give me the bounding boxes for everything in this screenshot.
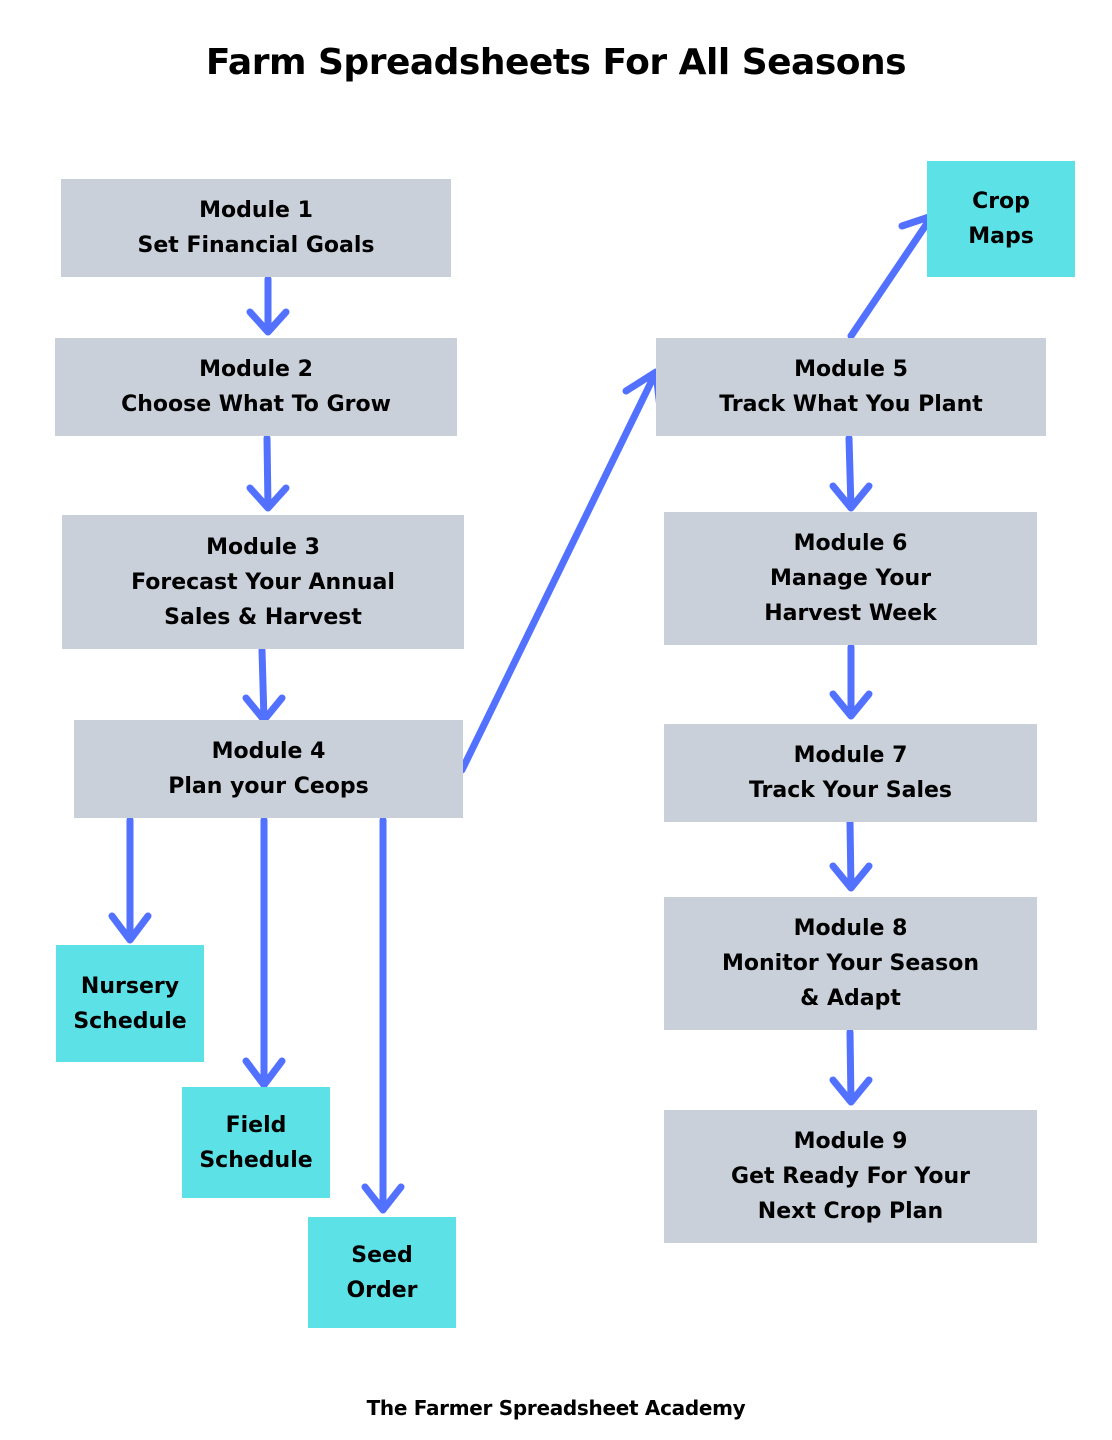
- module-title: Track What You Plant: [719, 392, 983, 417]
- module-6-box: Module 6 Manage Your Harvest Week: [664, 512, 1037, 645]
- module-4-box: Module 4 Plan your Ceops: [74, 720, 463, 818]
- module-heading: Module 5: [794, 357, 908, 382]
- footer-brand: The Farmer Spreadsheet Academy: [366, 1396, 746, 1420]
- output-label-line-1: Seed: [351, 1242, 413, 1268]
- module-title-line-2: & Adapt: [800, 986, 901, 1011]
- module-heading: Module 8: [793, 916, 908, 941]
- module-5-box: Module 5 Track What You Plant: [656, 338, 1046, 436]
- module-heading: Module 6: [793, 531, 908, 556]
- module-3-box: Module 3 Forecast Your Annual Sales & Ha…: [62, 515, 464, 649]
- output-label-line-1: Nursery: [80, 973, 180, 999]
- arrow-module4-to-nursery-schedule: [108, 816, 152, 944]
- module-title: Choose What To Grow: [121, 392, 391, 417]
- arrow-module6-to-module7: [829, 643, 873, 720]
- output-label-line-1: Crop: [972, 189, 1030, 214]
- output-label-line-1: Field: [225, 1112, 287, 1138]
- module-heading: Module 4: [211, 739, 326, 764]
- module-heading: Module 1: [199, 198, 313, 223]
- module-heading: Module 7: [793, 743, 908, 768]
- module-heading: Module 3: [206, 534, 320, 560]
- module-title-line-1: Monitor Your Season: [721, 951, 980, 976]
- module-7-box: Module 7 Track Your Sales: [664, 724, 1037, 822]
- module-title-line-1: Manage Your: [769, 566, 932, 591]
- arrow-module4-to-seed-order: [361, 816, 405, 1214]
- field-schedule-box: Field Schedule: [182, 1087, 330, 1198]
- page-title: Farm Spreadsheets For All Seasons: [205, 42, 907, 83]
- module-title-line-2: Sales & Harvest: [164, 604, 362, 630]
- output-label-line-2: Schedule: [73, 1008, 187, 1034]
- output-label-line-2: Order: [346, 1277, 418, 1303]
- arrow-module1-to-module2: [246, 275, 290, 336]
- arrow-module8-to-module9: [829, 1028, 873, 1106]
- nursery-schedule-box: Nursery Schedule: [56, 945, 204, 1062]
- seed-order-box: Seed Order: [308, 1217, 456, 1328]
- arrow-module7-to-module8: [829, 818, 873, 892]
- crop-maps-box: Crop Maps: [927, 161, 1075, 277]
- output-label-line-2: Maps: [968, 224, 1034, 249]
- arrow-module3-to-module4: [242, 646, 286, 724]
- output-label-line-2: Schedule: [199, 1147, 313, 1173]
- module-2-box: Module 2 Choose What To Grow: [55, 338, 457, 436]
- module-8-box: Module 8 Monitor Your Season & Adapt: [664, 897, 1037, 1030]
- arrow-module5-to-crop-maps: [847, 212, 938, 340]
- module-title: Track Your Sales: [748, 778, 953, 803]
- arrow-module2-to-module3: [246, 434, 290, 512]
- module-1-box: Module 1 Set Financial Goals: [61, 179, 451, 277]
- module-title-line-1: Forecast Your Annual: [131, 569, 395, 595]
- module-title-line-2: Harvest Week: [764, 601, 937, 626]
- arrow-module5-to-module6: [829, 434, 873, 512]
- module-title-line-1: Get Ready For Your: [731, 1164, 970, 1189]
- module-title-line-2: Next Crop Plan: [757, 1199, 944, 1224]
- module-heading: Module 9: [793, 1129, 908, 1154]
- module-9-box: Module 9 Get Ready For Your Next Crop Pl…: [664, 1110, 1037, 1243]
- module-title: Set Financial Goals: [137, 233, 375, 258]
- arrow-module4-to-module5: [458, 368, 664, 774]
- arrow-module4-to-field-schedule: [242, 816, 286, 1089]
- module-heading: Module 2: [199, 357, 313, 382]
- module-title: Plan your Ceops: [168, 774, 369, 799]
